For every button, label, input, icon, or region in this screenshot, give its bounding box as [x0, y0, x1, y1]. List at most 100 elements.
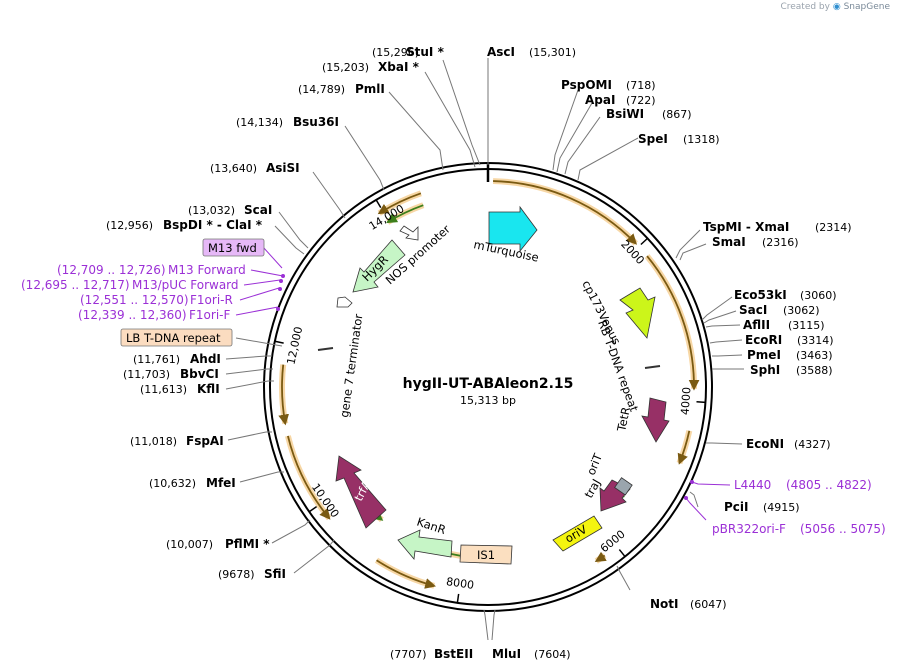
orf-arc-arrow[interactable]	[278, 364, 289, 426]
primer-m13puc-name[interactable]: M13/pUC Forward	[132, 278, 239, 292]
feature-traj[interactable]	[599, 477, 633, 512]
tetr-label: TetR	[614, 406, 633, 434]
site-eco53ki-pos: (3060)	[800, 289, 837, 302]
plasmid-name: hygII-UT-ABAleon2.15	[403, 376, 574, 392]
orf-arc-arrow[interactable]	[677, 430, 691, 465]
site-bbvci-name[interactable]: BbvCI	[180, 367, 219, 381]
orf-arc-arrow[interactable]	[287, 435, 331, 520]
site-bsteii-name[interactable]: BstEII	[434, 647, 473, 661]
site-tspmi-xmai-pos: (2314)	[815, 221, 852, 234]
m13-fwd-box-label: M13 fwd	[208, 241, 257, 255]
created-by-text: Created by	[780, 2, 830, 12]
feature-cp173venus[interactable]	[619, 287, 656, 339]
snapgene-logo-icon: ◉	[832, 2, 841, 12]
site-bsu36i-pos: (14,134)	[236, 116, 283, 129]
site-smai-name[interactable]: SmaI	[712, 235, 746, 249]
orf-arc-highlight	[644, 254, 697, 389]
feature-mturquoise[interactable]	[488, 205, 538, 253]
primer-f1ori-f-range: (12,339 .. 12,360)	[78, 308, 187, 322]
site-eco53ki-name[interactable]: Eco53kI	[734, 288, 787, 302]
lb-tdna-box[interactable]: LB T-DNA repeat	[120, 328, 233, 347]
site-ecori-name[interactable]: EcoRI	[745, 333, 782, 347]
site-pmei-name[interactable]: PmeI	[747, 348, 781, 362]
site-pmli-name[interactable]: PmlI	[355, 82, 385, 96]
tick-mark	[375, 199, 382, 208]
kanr-arrow[interactable]	[397, 529, 453, 560]
cp173venus-arrow[interactable]	[619, 287, 656, 339]
site-bsteii-pos: (7707)	[390, 648, 427, 661]
tick-mark	[456, 593, 460, 603]
site-sfii-name[interactable]: SfiI	[264, 567, 286, 581]
hygr-arrow[interactable]	[352, 239, 406, 293]
site-scai-name[interactable]: ScaI	[244, 203, 272, 217]
mturquoise-arrow[interactable]	[488, 205, 538, 253]
site-asci-name[interactable]: AscI	[487, 45, 515, 59]
m13-fwd-box[interactable]: M13 fwd	[202, 238, 265, 257]
site-aflii-name[interactable]: AflII	[743, 318, 770, 332]
primer-m13-forward-name[interactable]: M13 Forward	[168, 263, 246, 277]
trfa-arrow[interactable]	[335, 455, 387, 529]
primer-l4440-name[interactable]: L4440	[734, 478, 771, 492]
feature-trfa[interactable]	[335, 455, 387, 529]
site-spei-name[interactable]: SpeI	[638, 132, 668, 146]
site-pcii-name[interactable]: PciI	[724, 500, 749, 514]
site-tspmi-xmai-name[interactable]: TspMI - XmaI	[703, 220, 789, 234]
orf-arc-arrow[interactable]	[594, 551, 607, 563]
feature-kanr[interactable]	[397, 529, 453, 560]
site-mlui-name[interactable]: MluI	[492, 647, 521, 661]
feature-oriv[interactable]	[552, 515, 603, 552]
is1-box[interactable]	[459, 544, 513, 565]
feature-is1[interactable]	[459, 544, 513, 565]
feature-terminator[interactable]	[336, 296, 353, 308]
site-kfli-name[interactable]: KflI	[197, 382, 220, 396]
terminator-arrow[interactable]	[336, 296, 353, 308]
orf-arc-arrow[interactable]	[386, 204, 424, 224]
site-apai-name[interactable]: ApaI	[585, 93, 615, 107]
feature-hygr[interactable]	[352, 239, 406, 293]
orit-block[interactable]	[614, 477, 633, 496]
site-xbai-pos: (15,203)	[322, 61, 369, 74]
primer-f1ori-r-range: (12,551 .. 12,570)	[80, 293, 189, 307]
primer-f1ori-f-name[interactable]: F1ori-F	[189, 308, 230, 322]
nos-promoter-arrow[interactable]	[399, 225, 419, 241]
site-sphi-name[interactable]: SphI	[750, 363, 780, 377]
site-pmli-pos: (14,789)	[298, 83, 345, 96]
site-asisi-name[interactable]: AsiSI	[266, 161, 300, 175]
orf-arc-arrow[interactable]	[493, 180, 638, 245]
site-mfei-name[interactable]: MfeI	[206, 476, 236, 490]
site-bspdi-clai-name[interactable]: BspDI * - ClaI *	[163, 218, 263, 232]
site-econi-name[interactable]: EcoNI	[746, 437, 784, 451]
tetr-arrow[interactable]	[641, 397, 670, 443]
site-ahdi-name[interactable]: AhdI	[190, 352, 221, 366]
site-mfei-pos: (10,632)	[149, 477, 196, 490]
site-econi-pos: (4327)	[794, 438, 831, 451]
site-xbai-name[interactable]: XbaI *	[378, 60, 420, 74]
site-fspai-pos: (11,018)	[130, 435, 177, 448]
site-bbvci-pos: (11,703)	[123, 368, 170, 381]
feature-tetr[interactable]	[641, 397, 670, 443]
primer-f1ori-r-name[interactable]: F1ori-R	[190, 293, 233, 307]
site-asci-pos: (15,301)	[529, 46, 576, 59]
site-bsu36i-name[interactable]: Bsu36I	[293, 115, 339, 129]
site-fspai-name[interactable]: FspAI	[186, 434, 224, 448]
site-noti-name[interactable]: NotI	[650, 597, 679, 611]
site-noti-pos: (6047)	[690, 598, 727, 611]
lb-tdna-box-bg	[120, 328, 233, 347]
site-bsiwi-name[interactable]: BsiWI	[606, 107, 644, 121]
site-pspomi-name[interactable]: PspOMI	[561, 78, 612, 92]
tick-mark	[618, 549, 626, 558]
orf-arc-arrow[interactable]	[377, 192, 422, 215]
tick-label: 12,000	[285, 325, 306, 365]
orf-arc-arrow[interactable]	[376, 559, 436, 589]
site-saci-name[interactable]: SacI	[739, 303, 767, 317]
rb-repeat-mark	[644, 365, 661, 369]
orf-arc-arrow[interactable]	[646, 255, 700, 391]
tick-label: 4000	[679, 387, 694, 416]
site-pflmi-name[interactable]: PflMI *	[225, 537, 270, 551]
oriv-box[interactable]	[552, 515, 603, 552]
primer-pbr322ori-f-name[interactable]: pBR322ori-F	[712, 522, 786, 536]
site-bsiwi-pos: (867)	[662, 108, 692, 121]
feature-nos-promoter[interactable]	[399, 225, 419, 241]
site-stui-name[interactable]: StuI *	[406, 45, 445, 59]
